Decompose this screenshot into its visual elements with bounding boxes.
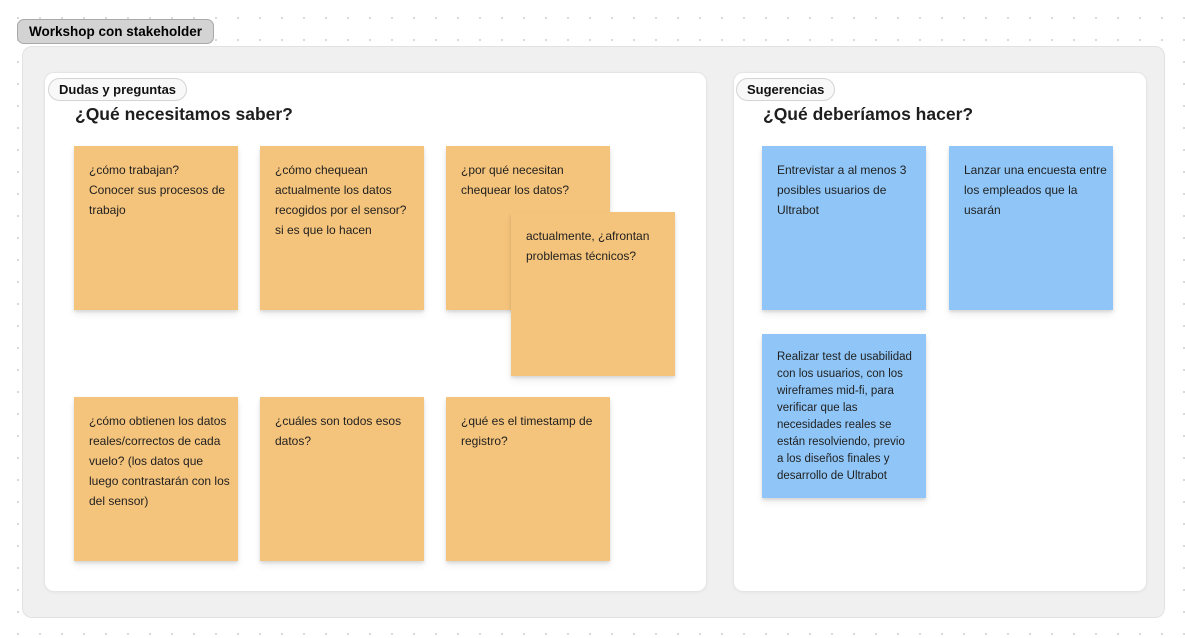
sticky-entrevistar-usuarios[interactable]: Entrevistar a al menos 3 posibles usuari… — [762, 146, 926, 310]
sticky-problemas-tecnicos[interactable]: actualmente, ¿afrontan problemas técnico… — [511, 212, 675, 376]
sticky-como-trabajan[interactable]: ¿cómo trabajan? Conocer sus procesos de … — [74, 146, 238, 310]
section-label-workshop[interactable]: Workshop con stakeholder — [17, 19, 215, 44]
frame-title-que-deberiamos-hacer[interactable]: ¿Qué deberíamos hacer? — [763, 104, 974, 124]
frame-label-sugerencias[interactable]: Sugerencias — [736, 78, 836, 101]
sticky-cuales-son-datos[interactable]: ¿cuáles son todos esos datos? — [260, 397, 424, 561]
frame-label-dudas-y-preguntas[interactable]: Dudas y preguntas — [48, 78, 188, 101]
frame-title-que-necesitamos-saber[interactable]: ¿Qué necesitamos saber? — [75, 104, 293, 124]
sticky-datos-reales-vuelo[interactable]: ¿cómo obtienen los datos reales/correcto… — [74, 397, 238, 561]
sticky-como-chequean-datos[interactable]: ¿cómo chequean actualmente los datos rec… — [260, 146, 424, 310]
sticky-timestamp-registro[interactable]: ¿qué es el timestamp de registro? — [446, 397, 610, 561]
sticky-test-usabilidad[interactable]: Realizar test de usabilidad con los usua… — [762, 334, 926, 498]
sticky-lanzar-encuesta[interactable]: Lanzar una encuesta entre los empleados … — [949, 146, 1113, 310]
